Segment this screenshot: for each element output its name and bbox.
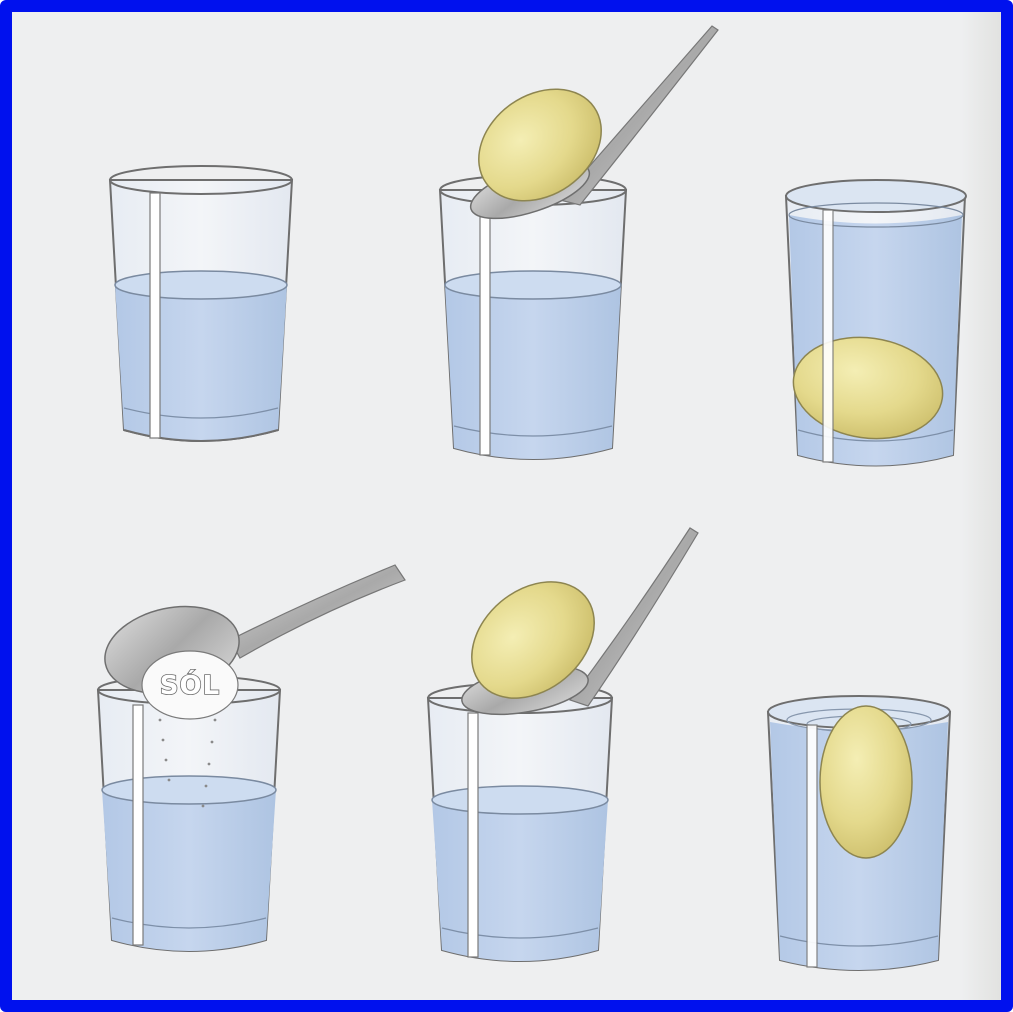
glass-1	[110, 166, 292, 441]
glass-5	[428, 683, 612, 961]
salt-label: SÓL	[160, 669, 220, 701]
glass-2	[440, 175, 626, 459]
egg-experiment-illustration: SÓL	[12, 12, 1001, 1000]
